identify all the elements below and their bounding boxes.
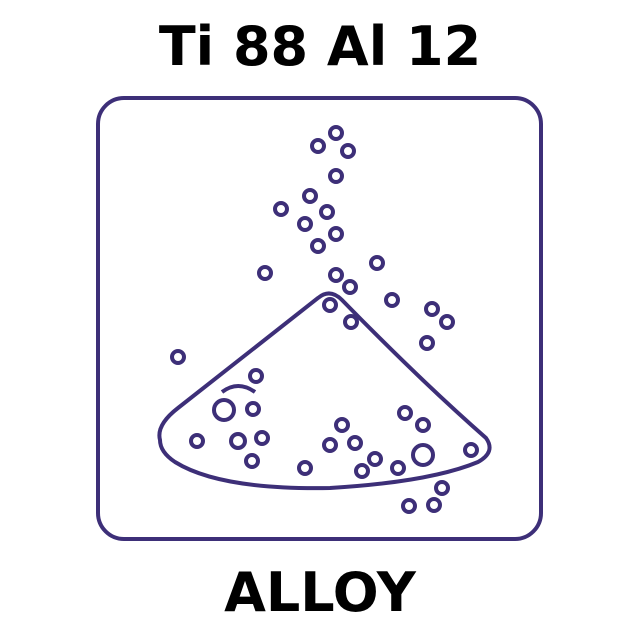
powder-particle [411, 443, 435, 467]
powder-particle [248, 368, 264, 384]
powder-particle [212, 398, 236, 422]
powder-particle [273, 201, 289, 217]
powder-particle [401, 498, 417, 514]
powder-particle [426, 497, 442, 513]
powder-particle [342, 279, 358, 295]
powder-particle [384, 292, 400, 308]
powder-particle [397, 405, 413, 421]
powder-particle [424, 301, 440, 317]
powder-particle [245, 401, 261, 417]
powder-particle [354, 463, 370, 479]
powder-particle [254, 430, 270, 446]
alloy-type-label: ALLOY [224, 561, 416, 624]
powder-particle [322, 297, 338, 313]
alloy-composition-title: Ti 88 Al 12 [158, 15, 482, 78]
powder-particle [297, 216, 313, 232]
powder-particle [328, 267, 344, 283]
powder-particle [334, 417, 350, 433]
powder-particle [343, 314, 359, 330]
powder-particle [340, 143, 356, 159]
powder-particle [322, 437, 338, 453]
powder-particle [310, 238, 326, 254]
powder-particle [347, 435, 363, 451]
powder-particle [257, 265, 273, 281]
heap-arc [220, 384, 257, 394]
powder-particle [302, 188, 318, 204]
powder-particle [328, 125, 344, 141]
powder-particle [328, 226, 344, 242]
frame-box [96, 96, 543, 541]
powder-particle [369, 255, 385, 271]
powder-heap-outline [157, 291, 492, 491]
powder-particle [415, 417, 431, 433]
powder-particle [170, 349, 186, 365]
powder-particle [419, 335, 435, 351]
powder-particle [328, 168, 344, 184]
powder-particle [310, 138, 326, 154]
powder-particle [390, 460, 406, 476]
powder-particle [189, 433, 205, 449]
powder-particle [319, 204, 335, 220]
powder-particle [229, 432, 247, 450]
powder-particle [439, 314, 455, 330]
powder-particle [434, 480, 450, 496]
powder-particle [463, 442, 479, 458]
powder-particle [244, 453, 260, 469]
powder-particle [297, 460, 313, 476]
powder-particle [367, 451, 383, 467]
